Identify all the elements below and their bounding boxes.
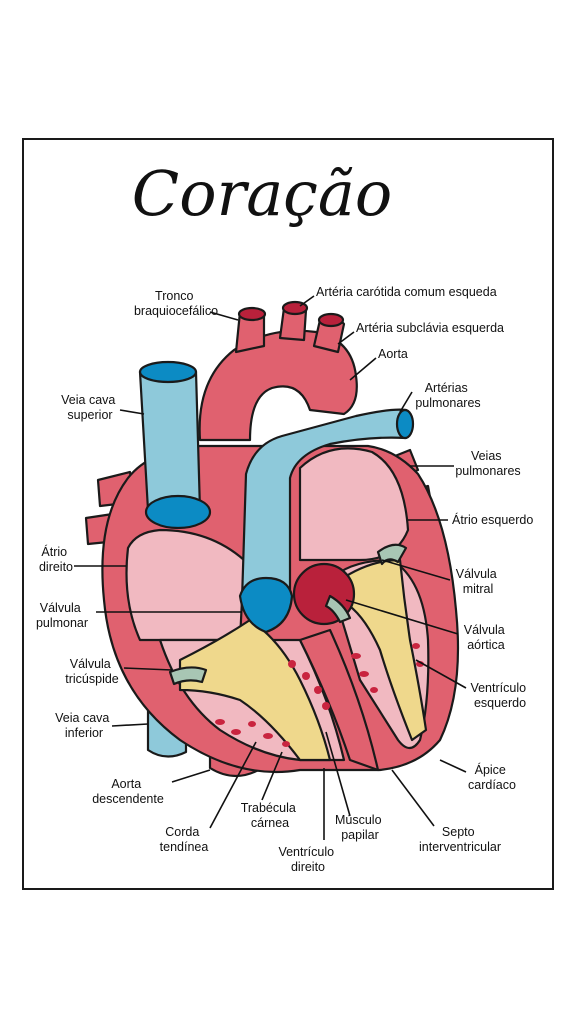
leader-lines: [74, 295, 467, 840]
label-ventriculo-direito: Ventrículo direito: [278, 845, 337, 874]
label-ventriculo-esquerdo: Ventrículo esquerdo: [470, 681, 529, 710]
label-atrio-esquerdo: Átrio esquerdo: [452, 512, 533, 527]
tricuspid-valve-flap: [168, 666, 208, 686]
pulmonary-artery-opening: [395, 408, 415, 440]
label-veias-pulmonares: Veias pulmonares: [455, 449, 520, 478]
label-corda: Corda tendínea: [160, 825, 209, 854]
aortic-valve-flap: [324, 594, 352, 624]
superior-vena-cava-opening: [138, 360, 198, 384]
septum-wall: [298, 628, 380, 772]
superior-vena-cava: [138, 370, 202, 512]
label-aorta-descendente: Aorta descendente: [92, 777, 164, 806]
label-valvula-pulmonar: Válvula pulmonar: [36, 601, 88, 630]
pulmonary-valve-shape: [238, 576, 294, 634]
label-veia-cava-superior: Veia cava superior: [61, 393, 119, 422]
label-veia-cava-inferior: Veia cava inferior: [55, 711, 113, 740]
label-arterias-pulmonares: Artérias pulmonares: [415, 381, 480, 410]
label-trabecula: Trabécula cárnea: [241, 801, 300, 830]
label-valvula-aortica: Válvula aórtica: [464, 623, 508, 652]
label-atrio-direito: Átrio direito: [39, 544, 73, 574]
page-title: Coração: [132, 157, 392, 230]
label-valvula-mitral: Válvula mitral: [456, 567, 500, 596]
label-valvula-tricuspide: Válvula tricúspide: [65, 657, 119, 686]
aortic-arch: [198, 329, 358, 442]
heart-illustration: [84, 300, 460, 778]
labels: Tronco braquiocefálico Artéria carótida …: [36, 285, 533, 874]
label-subclavia: Artéria subclávia esquerda: [356, 321, 504, 335]
label-tronco: Tronco braquiocefálico: [134, 289, 218, 318]
right-papillary-muscle: [178, 618, 332, 762]
right-atrium: [125, 528, 246, 642]
label-apice: Ápice cardíaco: [468, 762, 516, 792]
label-musculo-papilar: Músculo papilar: [335, 813, 385, 842]
brachiocephalic-opening: [237, 306, 267, 322]
label-aorta: Aorta: [378, 347, 408, 361]
label-septo: Septo interventricular: [419, 825, 501, 854]
superior-vena-cava-entry: [144, 494, 212, 530]
label-carotida: Artéria carótida comum esqueda: [316, 285, 497, 299]
subclavian-opening: [317, 312, 345, 328]
